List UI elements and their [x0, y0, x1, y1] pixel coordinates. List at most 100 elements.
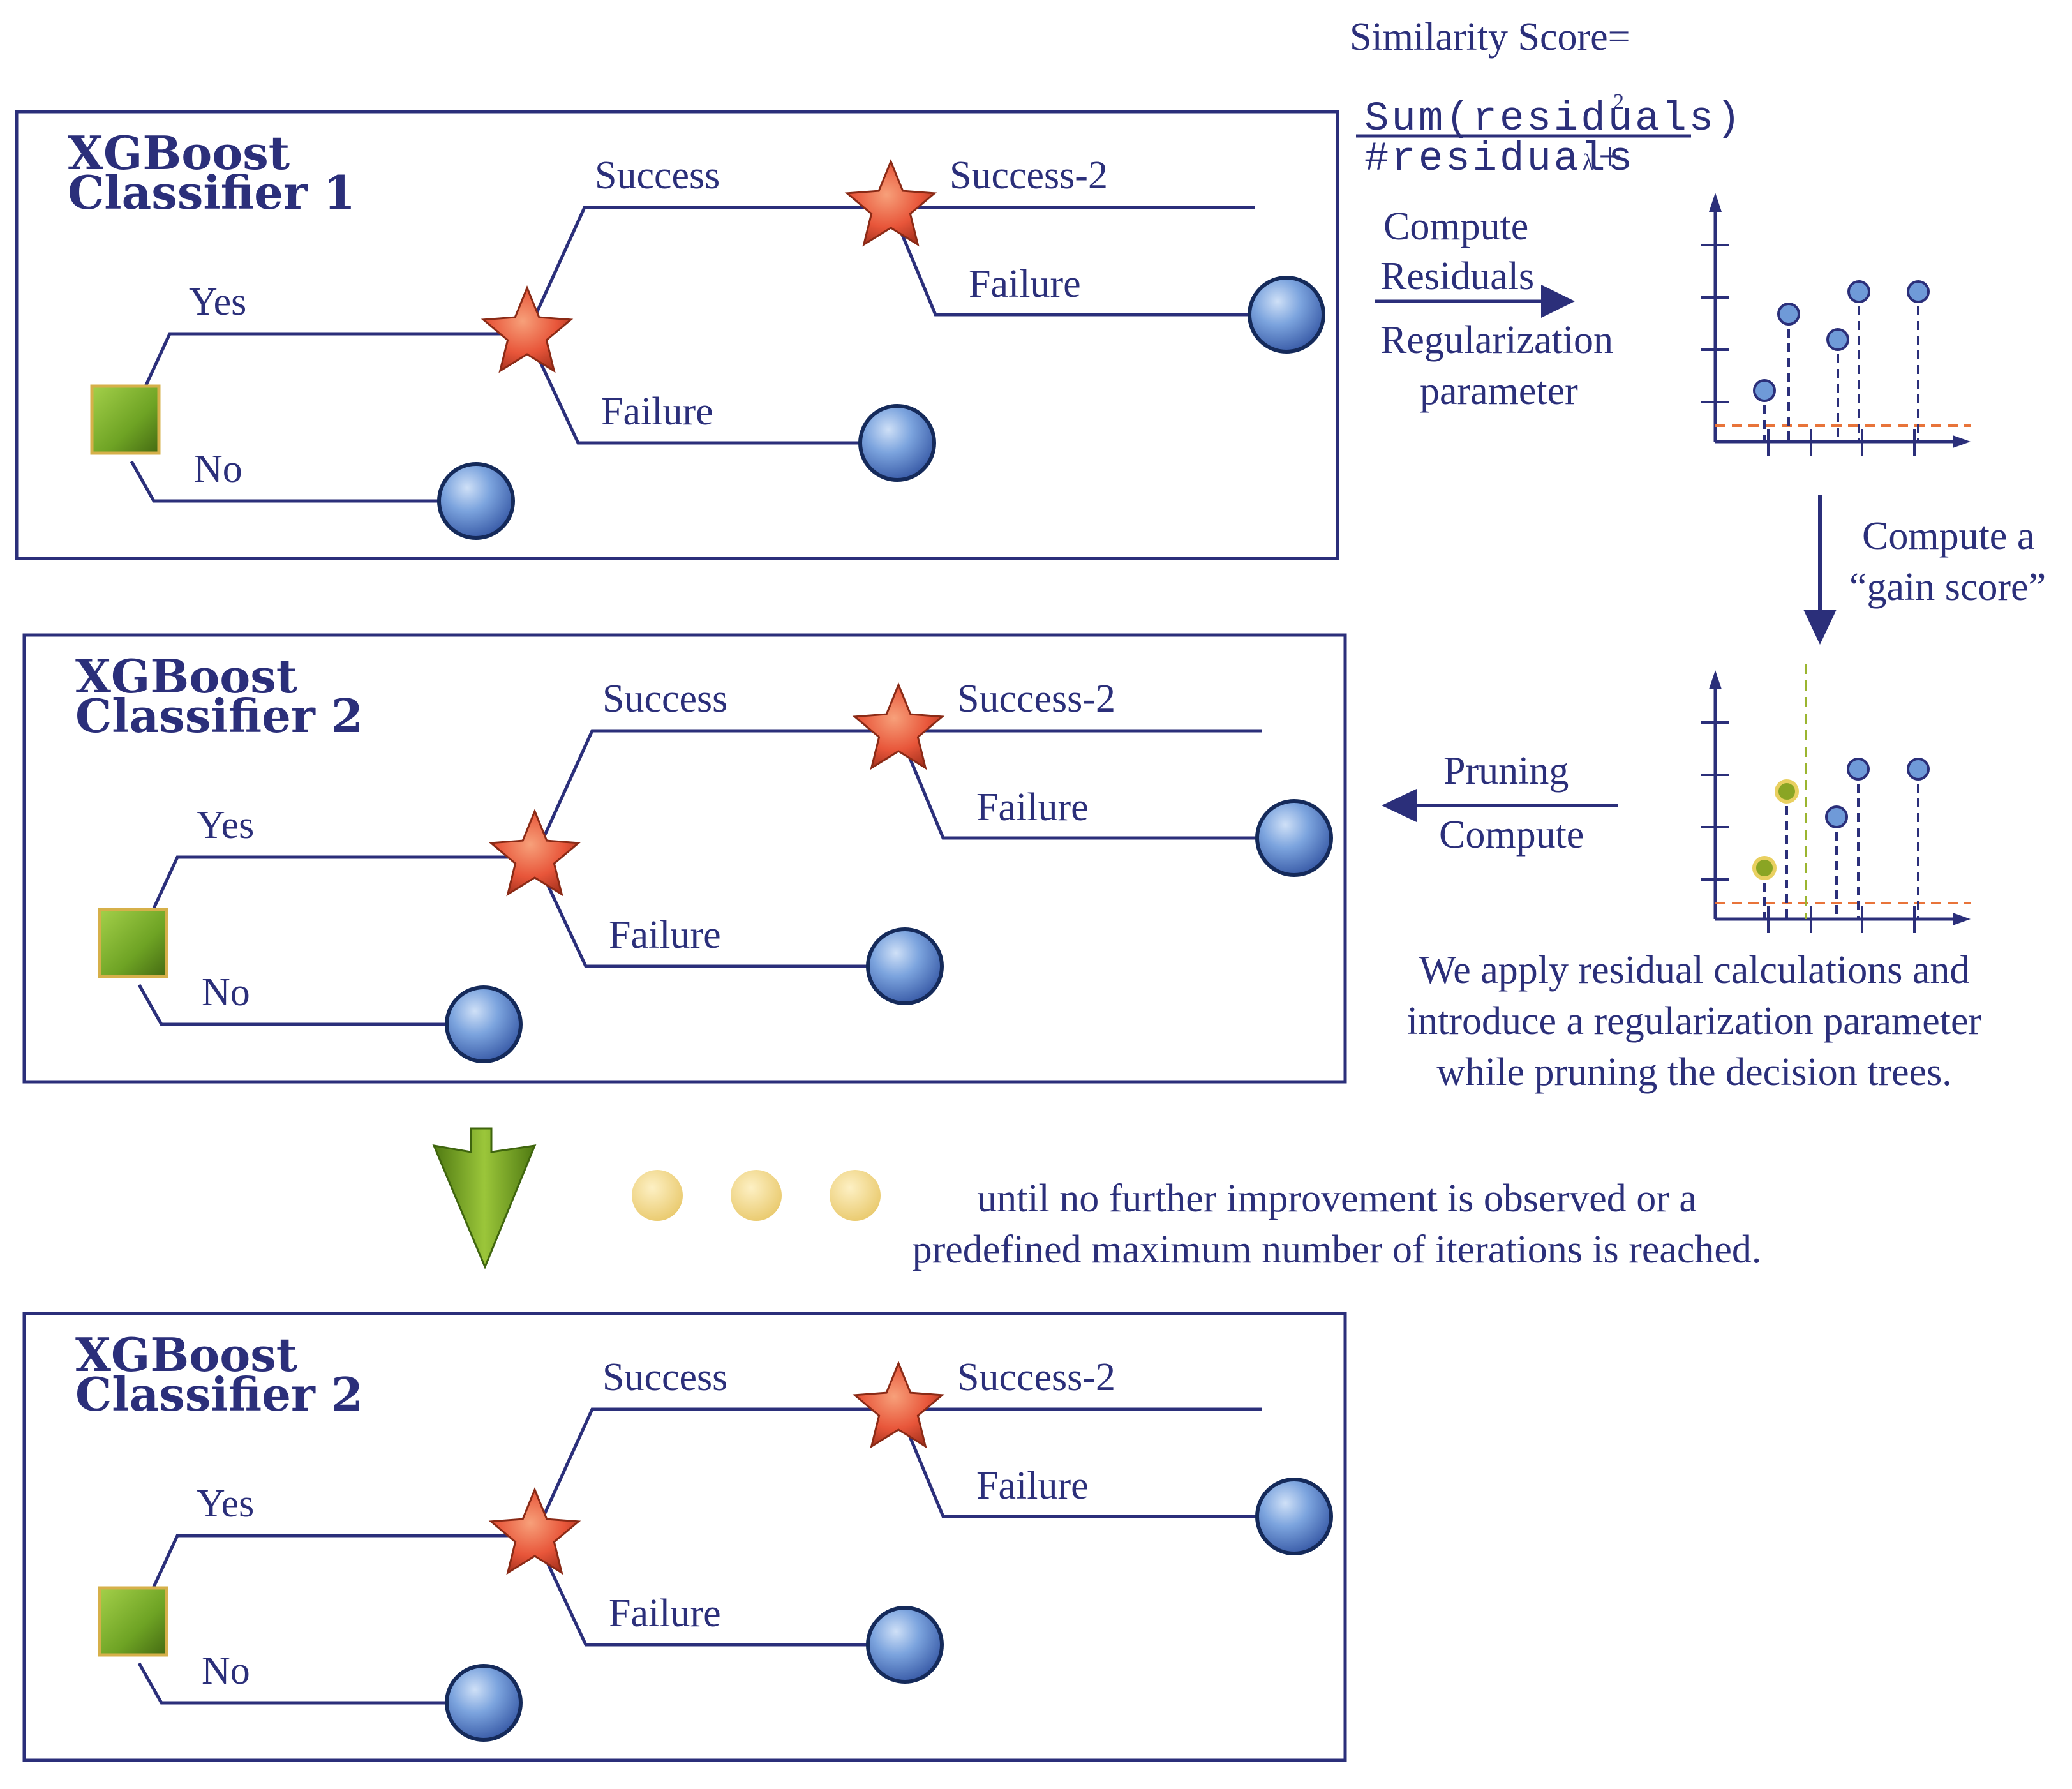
leaf-node-icon [445, 1664, 523, 1742]
no-label: No [202, 971, 250, 1014]
leaf-node-icon [1255, 1478, 1333, 1555]
leaf-node-icon [1255, 799, 1333, 877]
panel-border [22, 633, 1347, 1084]
panel-border [15, 110, 1339, 560]
leaf-node-icon [1248, 276, 1325, 354]
residual-plot-1 [1701, 193, 1971, 456]
right-arrow-head [1541, 285, 1575, 318]
residual-point [1907, 758, 1930, 781]
split-node-star-icon [481, 285, 574, 373]
gain-score-arrow-group: Compute a “gain score” [1803, 495, 2046, 645]
no-label: No [202, 1649, 250, 1693]
ellipsis-dot-1 [632, 1170, 683, 1221]
formula-exponent: 2 [1613, 90, 1624, 114]
tree-branch [525, 206, 891, 335]
explanation-line2: introduce a regularization parameter [1407, 999, 1982, 1043]
residual-point [1826, 328, 1849, 351]
split-node-star-icon [852, 682, 945, 770]
residual-point [1907, 280, 1930, 303]
compute-residuals-line1: Compute [1383, 205, 1528, 248]
residual-point [1847, 758, 1870, 781]
leaf-node-icon [866, 927, 944, 1005]
residual-point [1847, 280, 1870, 303]
root-node-square-icon [90, 384, 161, 455]
failure-2-label: Failure [976, 786, 1089, 829]
tree-branch [533, 1534, 905, 1647]
no-label: No [194, 447, 242, 491]
gain-line1: Compute a [1862, 514, 2034, 558]
classifier-title-line1: XGBoost [75, 649, 297, 703]
tree-branch [130, 460, 476, 503]
root-node-square-icon [98, 1586, 168, 1657]
iteration-text: until no further improvement is observed… [913, 1177, 1762, 1271]
pruning-label: Pruning [1443, 749, 1569, 793]
yes-label: Yes [197, 804, 254, 847]
pruning-arrow-group: Pruning Compute [1382, 749, 1618, 857]
success-2-label: Success-2 [950, 154, 1108, 197]
success-2-label: Success-2 [957, 1356, 1115, 1399]
iteration-line1: until no further improvement is observed… [977, 1177, 1697, 1220]
failure-2-label: Failure [969, 262, 1081, 306]
compute-residuals-line2: Residuals [1380, 255, 1534, 298]
split-node-star-icon [844, 159, 937, 247]
success-label: Success [602, 1356, 727, 1399]
ellipsis-dots [632, 1170, 881, 1221]
residual-plot-2 [1701, 664, 1971, 933]
classifier-title-line1: XGBoost [75, 1328, 297, 1382]
yes-label: Yes [189, 280, 246, 324]
leaf-node-icon [437, 462, 515, 540]
compute-residuals-arrow-group: Compute Residuals Regularization paramet… [1375, 205, 1613, 413]
ellipsis-dot-2 [731, 1170, 782, 1221]
pruning-compute-label: Compute [1439, 813, 1584, 857]
regularization-line1: Regularization [1380, 318, 1613, 362]
leaf-node-icon [445, 985, 523, 1063]
similarity-score-formula: Similarity Score= Sum(residuals) 2 #resi… [1350, 15, 1741, 183]
success-2-label: Success-2 [957, 677, 1115, 721]
formula-lambda: λ [1583, 149, 1594, 175]
residual-point [1777, 303, 1800, 326]
residual-point [1752, 856, 1777, 880]
tree-branch [897, 1409, 1294, 1518]
gain-line2: “gain score” [1849, 565, 2046, 609]
regularization-line2: parameter [1420, 370, 1578, 413]
green-down-arrow [432, 1127, 537, 1269]
residual-point [1753, 379, 1776, 402]
panel-border [22, 1312, 1347, 1762]
tree-branch [533, 729, 898, 858]
success-label: Success [602, 677, 727, 721]
failure-2-label: Failure [976, 1464, 1089, 1508]
formula-denominator: #residuals [1364, 137, 1635, 183]
tree-branch [897, 730, 1294, 840]
down-arrow-head [1803, 610, 1837, 645]
failure-label: Failure [601, 390, 713, 433]
left-arrow-head [1382, 789, 1417, 822]
tree-branch [130, 332, 527, 418]
tree-branch [137, 984, 484, 1026]
tree-branch [525, 333, 897, 445]
classifier-title-line2: Classifier 2 [75, 1367, 363, 1421]
formula-plus: + [1599, 133, 1621, 179]
success-label: Success [595, 154, 720, 197]
leaf-node-icon [858, 404, 936, 482]
classifier-title-line2: Classifier 1 [68, 165, 355, 220]
leaf-node-icon [866, 1606, 944, 1684]
explanation-line3: while pruning the decision trees. [1436, 1051, 1952, 1094]
tree-branch [533, 1407, 898, 1537]
tree-branch [137, 1534, 535, 1620]
formula-label: Similarity Score= [1350, 15, 1630, 59]
tree-branch [533, 856, 905, 968]
residual-point [1825, 805, 1848, 828]
split-node-star-icon [852, 1361, 945, 1449]
explanation-line1: We apply residual calculations and [1419, 948, 1970, 992]
split-node-star-icon [488, 1487, 581, 1575]
yes-label: Yes [197, 1482, 254, 1525]
tree-branch [137, 855, 535, 941]
failure-label: Failure [609, 1592, 721, 1635]
split-node-star-icon [488, 809, 581, 897]
failure-label: Failure [609, 913, 721, 957]
root-node-square-icon [98, 908, 168, 978]
residual-point [1775, 779, 1799, 804]
